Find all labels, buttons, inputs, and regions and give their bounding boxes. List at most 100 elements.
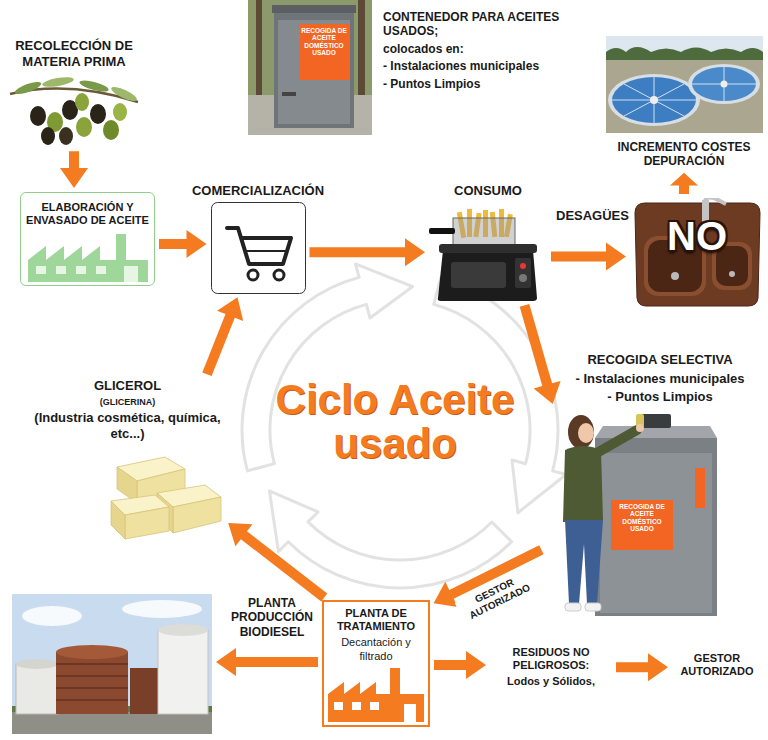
container-label <box>299 24 349 80</box>
glycerin-blocks <box>107 445 225 540</box>
shopping-cart-art <box>211 202 305 293</box>
flow-arrow <box>228 523 327 602</box>
glycerin-art-part <box>111 501 125 539</box>
fryer-art-part <box>451 262 506 288</box>
flow-arrow <box>202 297 243 376</box>
node-heading: ELABORACIÓN Y ENVASADO DE ACEITE <box>25 201 150 227</box>
olive-branch-art-part <box>110 85 139 104</box>
biodiesel-plant-art-part <box>56 645 128 659</box>
shopping-cart-art-part <box>245 250 287 252</box>
biodiesel-plant-art-part <box>158 630 208 714</box>
stage-picture: GLICEROL(GLICERINA)(Industria cosmética,… <box>30 378 225 540</box>
fryer-art-part <box>429 228 455 234</box>
stage-picture: INCREMENTO COSTES DEPURACIÓN <box>603 36 765 169</box>
factory-icon-art-part <box>334 702 343 710</box>
collection-container-art-part <box>695 468 705 508</box>
shopping-cart-art-part <box>227 228 291 264</box>
node-text: Decantación y filtrado <box>327 636 425 662</box>
water-treatment-photo <box>606 36 763 133</box>
water-treatment-art-part <box>654 100 696 101</box>
water-treatment-art-part <box>692 84 724 85</box>
container-sticker-text: RECOGIDA DE ACEITE DOMÉSTICO USADO <box>613 503 671 533</box>
flow-arrow <box>216 648 318 676</box>
container-slot <box>282 92 296 96</box>
olive-branch-art <box>10 75 138 145</box>
factory-icon-art-part <box>56 266 66 274</box>
stage-picture: COMERCIALIZACIÓN <box>183 183 333 294</box>
fryer-art-part <box>439 244 537 253</box>
container-body <box>274 10 354 128</box>
node-text: (Industria cosmética, química, etc...) <box>30 410 225 441</box>
olive-branch-art-part <box>30 106 46 126</box>
factory-icon-art-part <box>28 234 148 282</box>
olive-branch-art-part <box>59 127 73 145</box>
fryer-illustration <box>429 202 547 302</box>
biodiesel-plant-photo <box>12 594 212 734</box>
node-text: NO <box>630 212 764 260</box>
woman-figure-part <box>585 603 601 611</box>
factory-icon <box>328 666 424 722</box>
node-heading: COMERCIALIZACIÓN <box>192 183 324 199</box>
olive-branch-art-part <box>75 93 89 111</box>
note-block: CONTENEDOR PARA ACEITES USADOS; colocados… <box>383 10 583 91</box>
flow-arrow <box>434 651 486 679</box>
water-treatment-art-part <box>692 67 756 101</box>
container-photo <box>248 0 372 135</box>
olive-branch-art-part <box>113 103 127 121</box>
fryer-art <box>429 209 537 301</box>
biodiesel-plant-art-part <box>56 652 128 714</box>
olive-branch-art-part <box>41 127 55 145</box>
water-treatment-art-part <box>606 36 763 133</box>
tree-trunk <box>358 0 365 95</box>
biodiesel-plant-art <box>12 594 212 734</box>
stage-picture: RECOLECCIÓN DE MATERIA PRIMA <box>0 38 148 147</box>
water-treatment-art-part <box>724 84 756 85</box>
factory-icon-art <box>28 234 148 282</box>
water-treatment-art-part <box>608 74 700 126</box>
biodiesel-plant-art-part <box>12 712 212 734</box>
stage-picture: NODESAGÜES <box>630 198 764 308</box>
biodiesel-plant-art-part <box>56 664 128 700</box>
flow-arrow <box>670 173 698 194</box>
water-treatment-art-part <box>624 100 654 116</box>
olive-branch-art-part <box>13 80 42 97</box>
node-text: Lodos y Sólidos, <box>507 675 595 688</box>
woman-figure-part <box>568 415 594 449</box>
water-treatment-art-part <box>654 100 684 116</box>
node-heading: CONTENEDOR PARA ACEITES USADOS; <box>383 10 583 39</box>
olive-branch-art-part <box>103 120 119 140</box>
woman-figure-part <box>636 424 644 432</box>
collection-container-art-part <box>600 453 712 613</box>
collection-container-art-part <box>611 500 673 550</box>
biodiesel-plant-art-part <box>22 606 82 626</box>
factory-icon-art <box>328 668 424 722</box>
glycerin-art-part <box>173 497 221 533</box>
process-box: ELABORACIÓN Y ENVASADO DE ACEITE <box>20 192 155 286</box>
node-heading: RECOLECCIÓN DE MATERIA PRIMA <box>0 38 148 69</box>
flow-arrow <box>60 151 88 188</box>
container-lid <box>272 5 356 13</box>
shopping-cart-art-part <box>274 270 284 280</box>
picture-frame <box>107 445 225 540</box>
tree-trunk <box>256 0 262 95</box>
glycerin-art-part <box>125 507 169 539</box>
flow-arrow <box>551 243 626 271</box>
flow-arrow <box>310 238 426 266</box>
node-text: colocados en: <box>383 42 464 56</box>
water-treatment-art-part <box>720 81 727 88</box>
node-text: - Instalaciones municipales <box>575 371 744 387</box>
node-heading: GLICEROL <box>94 378 161 394</box>
fryer-art-part <box>519 274 527 282</box>
olive-branch <box>8 72 140 147</box>
node-heading: DESAGÜES <box>556 208 629 224</box>
factory-icon-art-part <box>96 266 106 274</box>
flow-arrow <box>159 230 207 258</box>
shopping-cart-art-part <box>248 270 258 280</box>
biodiesel-plant-art-part <box>56 687 128 689</box>
node-heading: CONSUMO <box>454 183 522 199</box>
picture-frame <box>28 230 148 282</box>
trees <box>248 0 372 135</box>
olive-branch-art-part <box>76 117 92 137</box>
picture-frame: NO <box>630 198 764 308</box>
